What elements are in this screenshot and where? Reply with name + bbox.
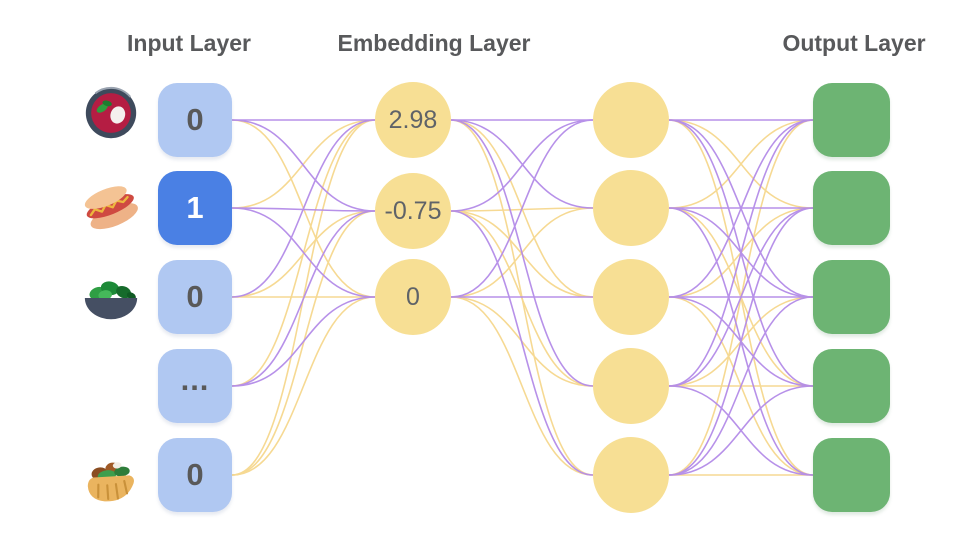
edge-embedding-hidden-0-1 xyxy=(450,119,594,209)
output-node-4 xyxy=(813,438,890,512)
hidden-node-3 xyxy=(593,348,669,424)
edge-input-embedding-3-2 xyxy=(231,296,376,387)
salad-icon xyxy=(84,281,138,320)
embedding-node-value: -0.75 xyxy=(384,196,442,225)
embedding-layer-title: Embedding Layer xyxy=(337,30,531,56)
input-node-0: 0 xyxy=(158,83,232,157)
purple-connections xyxy=(231,119,814,476)
soup-icon xyxy=(84,86,138,140)
output-node-1 xyxy=(813,171,890,245)
edge-embedding-hidden-2-0 xyxy=(450,119,594,298)
input-node-3: ... xyxy=(158,349,232,423)
edge-input-embedding-0-1 xyxy=(231,119,376,212)
input-node-value: 0 xyxy=(186,279,204,314)
pita-icon xyxy=(87,462,134,502)
input-node-4: 0 xyxy=(158,438,232,512)
edge-embedding-hidden-0-3 xyxy=(450,119,594,387)
output-layer-title: Output Layer xyxy=(782,30,926,56)
edge-embedding-hidden-1-0 xyxy=(450,119,594,212)
edge-hidden-output-1-0 xyxy=(668,119,814,209)
edge-input-embedding-1-0 xyxy=(231,119,376,209)
output-node-3 xyxy=(813,349,890,423)
edge-input-embedding-4-2 xyxy=(231,296,376,476)
output-node-0 xyxy=(813,83,890,157)
edge-hidden-output-4-2 xyxy=(668,296,814,476)
edge-embedding-hidden-1-3 xyxy=(450,210,594,387)
input-node-value: ... xyxy=(180,362,210,397)
hidden-node-4 xyxy=(593,437,669,513)
embedding-node-1: -0.75 xyxy=(375,173,451,249)
input-node-value: 1 xyxy=(186,190,204,225)
embedding-node-value: 0 xyxy=(406,282,420,311)
edge-input-embedding-1-2 xyxy=(231,207,376,298)
edge-hidden-output-2-0 xyxy=(668,119,814,298)
input-node-value: 0 xyxy=(186,102,204,137)
edge-hidden-output-3-0 xyxy=(668,119,814,387)
input-node-2: 0 xyxy=(158,260,232,334)
hotdog-icon xyxy=(84,186,138,230)
input-layer-title: Input Layer xyxy=(127,30,251,56)
edge-input-embedding-3-1 xyxy=(231,210,376,387)
hidden-node-0 xyxy=(593,82,669,158)
hidden-node-1 xyxy=(593,170,669,246)
edge-embedding-hidden-1-4 xyxy=(450,210,594,476)
input-node-value: 0 xyxy=(186,457,204,492)
input-node-1: 1 xyxy=(158,171,232,245)
edge-hidden-output-3-1 xyxy=(668,207,814,387)
hidden-node-2 xyxy=(593,259,669,335)
edge-input-embedding-2-0 xyxy=(231,119,376,298)
edge-input-embedding-4-1 xyxy=(231,210,376,476)
output-node-2 xyxy=(813,260,890,334)
edge-hidden-output-4-3 xyxy=(668,385,814,476)
embedding-node-2: 0 xyxy=(375,259,451,335)
embedding-node-0: 2.98 xyxy=(375,82,451,158)
embedding-node-value: 2.98 xyxy=(388,105,438,134)
edge-embedding-hidden-2-4 xyxy=(450,296,594,476)
edge-hidden-output-4-1 xyxy=(668,207,814,476)
